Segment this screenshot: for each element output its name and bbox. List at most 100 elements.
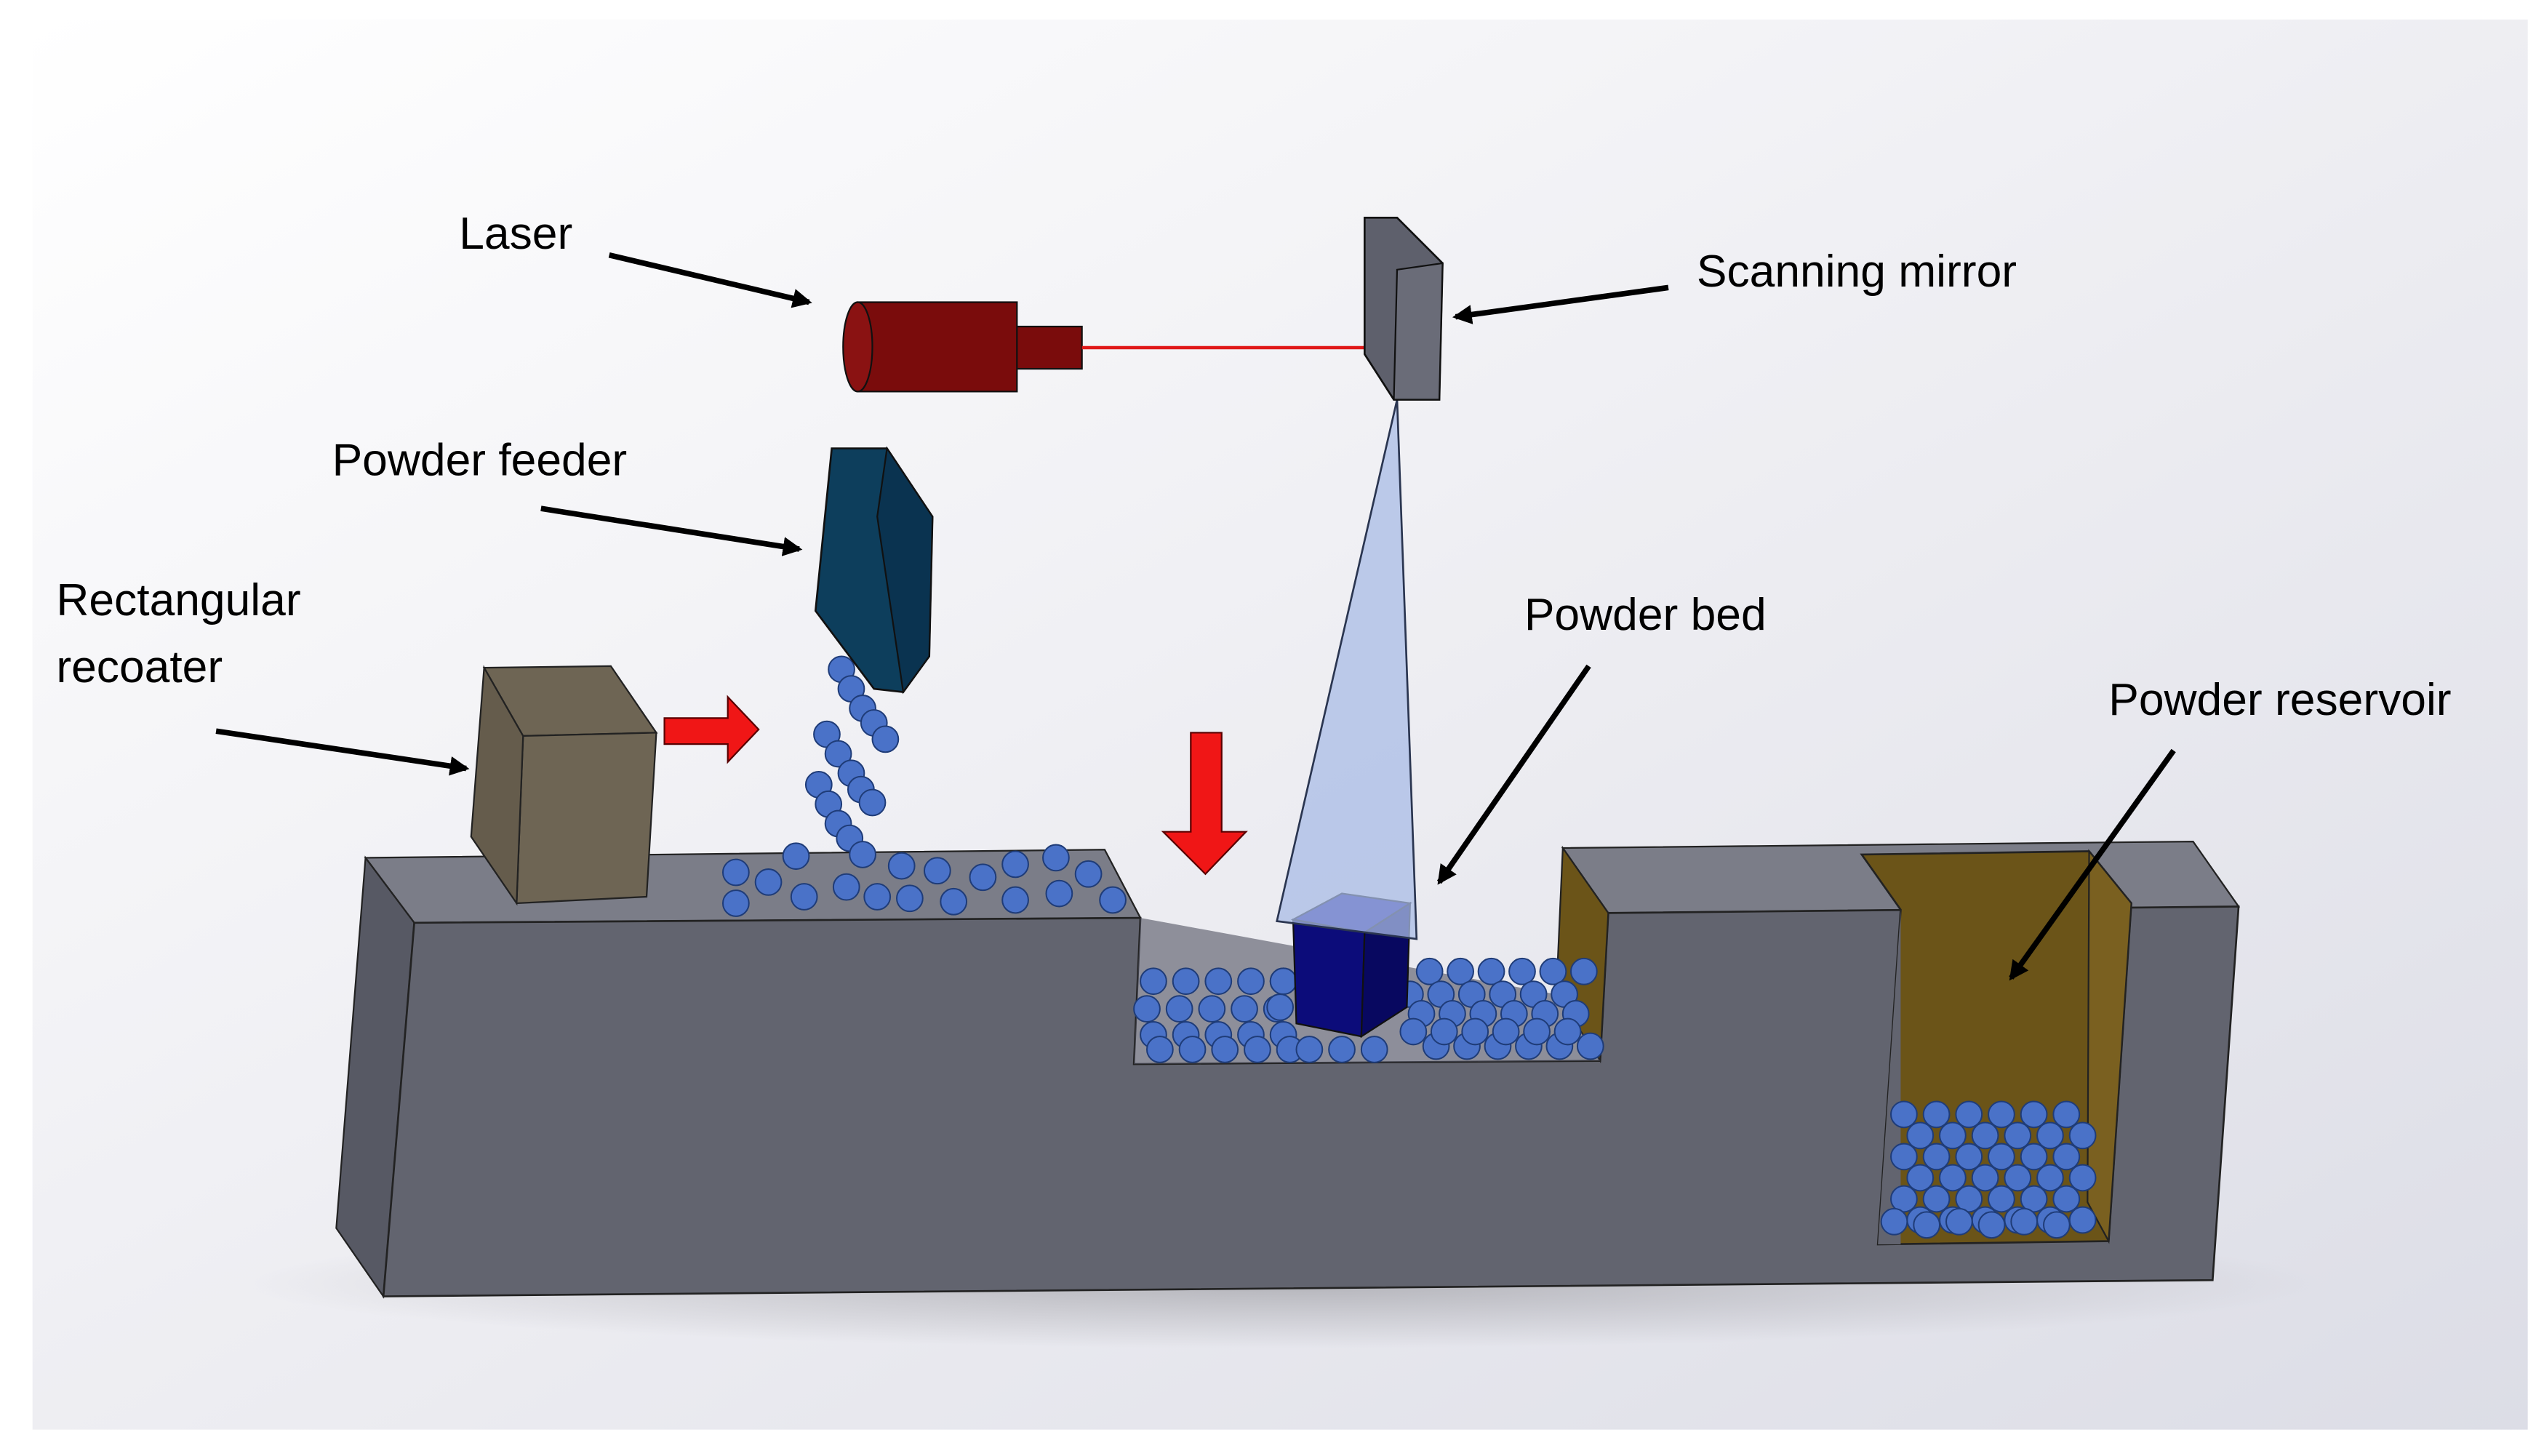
powder-particle xyxy=(2068,1206,2097,1234)
powder-particle xyxy=(1971,1121,1999,1150)
label-scanning-mirror: Scanning mirror xyxy=(1697,247,2017,297)
powder-bed-particles xyxy=(1133,957,1604,1063)
powder-particle xyxy=(1145,1036,1174,1063)
powder-particle xyxy=(1430,1017,1458,1046)
powder-particle xyxy=(782,842,810,871)
powder-particle xyxy=(2052,1100,2081,1129)
powder-particle xyxy=(2036,1121,2064,1150)
powder-feeder-nozzle xyxy=(814,446,934,695)
powder-particle xyxy=(1165,995,1193,1023)
powder-particle xyxy=(1360,1036,1388,1063)
powder-particle xyxy=(849,841,876,868)
powder-particle xyxy=(721,889,750,917)
powder-particle xyxy=(1042,844,1070,872)
powder-particle xyxy=(1211,1036,1239,1063)
powder-particle xyxy=(1269,967,1297,996)
powder-particle xyxy=(2010,1207,2039,1236)
powder-particle xyxy=(2020,1143,2048,1171)
mirror-pointer-arrow xyxy=(1452,284,1669,324)
mirror-side xyxy=(1393,262,1444,401)
laser-source xyxy=(842,301,1083,393)
powder-particle xyxy=(1922,1185,1951,1213)
powder-particle xyxy=(887,852,916,880)
powder-particle xyxy=(1045,879,1073,908)
scanning-mirror xyxy=(1363,217,1444,401)
recoater-front xyxy=(516,732,657,905)
powder-layer-spread xyxy=(721,842,1127,917)
powder-particle xyxy=(1569,957,1598,985)
powder-particle xyxy=(2052,1143,2081,1171)
powder-particle xyxy=(1971,1164,1999,1192)
powder-particle xyxy=(1955,1100,1983,1129)
label-recoater-line1: Rectangular xyxy=(56,575,300,625)
powder-particle xyxy=(1237,967,1265,996)
powder-particle xyxy=(1244,1036,1271,1063)
powder-particle xyxy=(2004,1121,2032,1150)
powder-particle xyxy=(1133,995,1161,1023)
powder-particle xyxy=(1890,1143,1918,1171)
powder-particle xyxy=(969,863,997,892)
powder-reservoir-particles xyxy=(1880,1100,2097,1239)
powder-particle xyxy=(1988,1143,2015,1171)
powder-particle xyxy=(1890,1185,1918,1213)
powder-particle xyxy=(1399,1017,1428,1046)
powder-particle xyxy=(1074,860,1103,888)
powder-particle xyxy=(1204,967,1233,996)
powder-particle xyxy=(1198,995,1226,1023)
powder-particle xyxy=(1939,1121,1967,1150)
label-pointers xyxy=(215,252,2176,981)
label-powder-feeder: Powder feeder xyxy=(332,436,628,486)
powder-particle xyxy=(2068,1121,2097,1150)
powder-particle xyxy=(2004,1164,2032,1192)
powder-particle xyxy=(1955,1143,1983,1171)
bed-pointer-arrow xyxy=(1436,664,1591,885)
powder-particle xyxy=(871,725,900,753)
powder-particle xyxy=(1955,1185,1983,1213)
powder-particle xyxy=(790,883,818,911)
powder-particle xyxy=(721,858,750,887)
powder-particle xyxy=(1415,957,1444,985)
powder-particle xyxy=(1576,1032,1604,1060)
laser-pointer-arrow xyxy=(608,252,812,308)
powder-particle xyxy=(1328,1036,1356,1063)
recoater-side xyxy=(470,665,524,906)
reservoir-pointer-arrow xyxy=(2009,748,2176,981)
powder-particle xyxy=(1461,1017,1489,1046)
powder-particle xyxy=(2043,1211,2071,1239)
laser-body xyxy=(857,301,1018,393)
powder-particle xyxy=(1447,957,1474,985)
powder-particle xyxy=(2036,1164,2064,1192)
powder-particle xyxy=(1890,1100,1918,1129)
recoater-pointer-arrow xyxy=(215,728,470,776)
powder-particle xyxy=(940,887,968,916)
powder-particle xyxy=(1906,1121,1935,1150)
powder-particle xyxy=(1231,995,1258,1023)
powder-particle xyxy=(896,884,924,913)
powder-particle xyxy=(1178,1036,1207,1063)
powder-particle xyxy=(832,873,860,901)
powder-particle xyxy=(1172,967,1200,996)
powder-particle xyxy=(1001,850,1029,879)
powder-particle xyxy=(1977,1211,2006,1239)
powder-particle xyxy=(863,883,892,911)
powder-particle xyxy=(2068,1164,2097,1192)
powder-particle xyxy=(858,788,887,817)
powder-particle xyxy=(2020,1100,2048,1129)
laser-nozzle xyxy=(1012,325,1083,370)
powder-particle xyxy=(1508,957,1536,985)
label-powder-bed: Powder bed xyxy=(1524,590,1767,640)
feeder-edge xyxy=(876,446,934,695)
powder-particle xyxy=(1539,957,1567,985)
powder-particle xyxy=(824,740,852,768)
powder-particle xyxy=(1906,1164,1935,1192)
reservoir-side-wall xyxy=(2087,849,2132,1244)
powder-particle xyxy=(754,868,783,896)
label-recoater-line2: recoater xyxy=(56,642,223,692)
powder-particle xyxy=(2052,1185,2081,1213)
rectangular-recoater xyxy=(470,665,658,906)
powder-particle xyxy=(1477,957,1505,985)
powder-particle xyxy=(1945,1207,1973,1236)
scanning-beam-cone xyxy=(1276,399,1418,940)
